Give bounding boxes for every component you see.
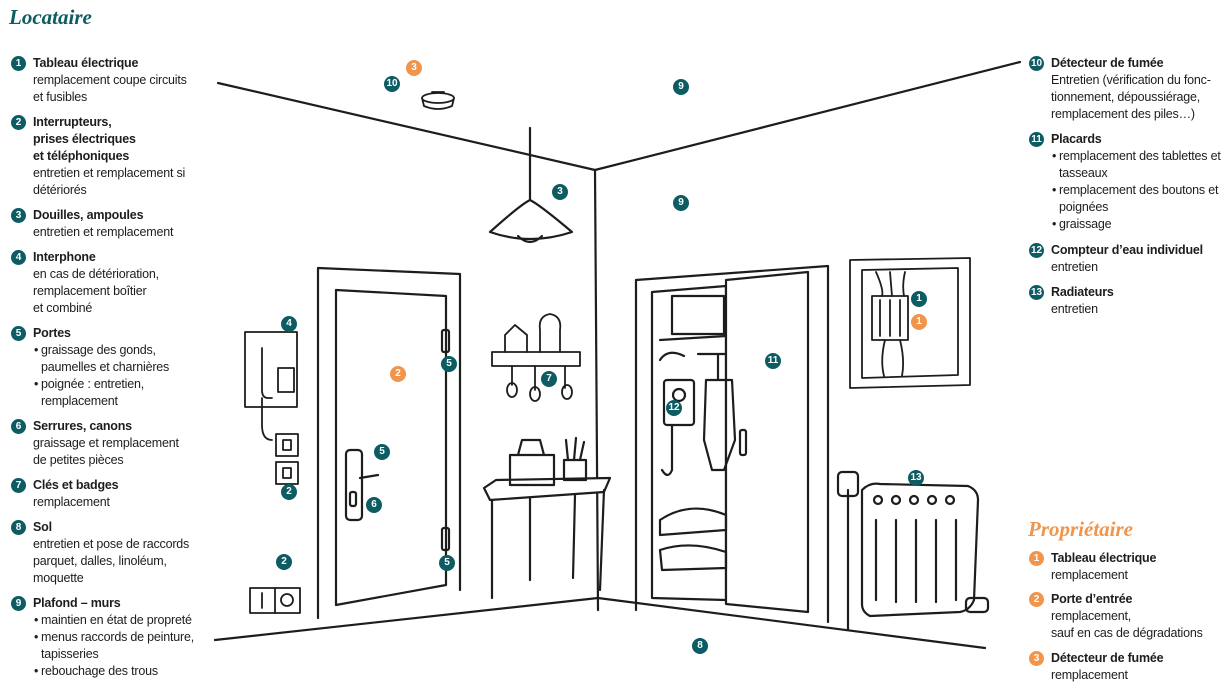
legend-item-11: 11 Placards remplacement des tablettes e… — [1029, 131, 1223, 233]
legend-item-10: 10 Détecteur de fumée Entretien (vérific… — [1029, 56, 1211, 121]
wall-sockets — [249, 587, 301, 614]
marker-5-hinge-top: 5 — [441, 356, 457, 372]
marker-2-switch: 2 — [281, 484, 297, 500]
marker-2-socket: 2 — [276, 554, 292, 570]
legend-item-5: 5 Portes graissage des gonds, paumelles … — [11, 325, 213, 410]
marker-9-ceiling: 9 — [673, 79, 689, 95]
entrance-door — [316, 266, 462, 620]
marker-8: 8 — [692, 638, 708, 654]
marker-proprietaire-2: 2 — [390, 366, 406, 382]
smoke-detector-icon — [421, 91, 455, 110]
marker-proprietaire-1: 1 — [911, 314, 927, 330]
legend-item-1: 1 Tableau électrique remplacement coupe … — [11, 55, 238, 106]
legend-item-9: 9 Plafond – murs maintien en état de pro… — [11, 595, 213, 680]
marker-3: 3 — [552, 184, 568, 200]
marker-1: 1 — [911, 291, 927, 307]
marker-11: 11 — [765, 353, 781, 369]
electrical-panel — [849, 257, 971, 389]
marker-5-hinge-bottom: 5 — [439, 555, 455, 571]
legend-item-7: 7 Clés et badges remplacement — [11, 477, 238, 511]
radiator — [836, 470, 990, 632]
switch-plates — [275, 433, 299, 485]
proprietaire-heading: Propriétaire — [1028, 517, 1133, 541]
proprietaire-item-3: 3 Détecteur de fumée remplacement — [1029, 650, 1223, 684]
marker-7: 7 — [541, 371, 557, 387]
intercom-icon — [244, 331, 298, 441]
marker-12: 12 — [666, 400, 682, 416]
side-table — [482, 436, 612, 600]
locataire-heading: Locataire — [9, 5, 92, 29]
proprietaire-item-2: 2 Porte d’entrée remplacement, sauf en c… — [1029, 591, 1223, 642]
marker-4: 4 — [281, 316, 297, 332]
legend-item-12: 12 Compteur d’eau individuel entretien — [1029, 243, 1203, 274]
marker-13: 13 — [908, 470, 924, 486]
legend-item-8: 8 Sol entretien et pose de raccords parq… — [11, 519, 238, 587]
marker-proprietaire-3: 3 — [406, 60, 422, 76]
legend-item-4: 4 Interphone en cas de détérioration, re… — [11, 249, 238, 317]
key-rack — [491, 313, 581, 402]
ceiling-lamp-icon — [488, 126, 574, 244]
marker-10: 10 — [384, 76, 400, 92]
legend-item-13: 13 Radiateurs entretien — [1029, 285, 1114, 316]
closet — [634, 264, 830, 624]
legend-item-6: 6 Serrures, canons graissage et remplace… — [11, 418, 238, 469]
marker-5-handle: 5 — [374, 444, 390, 460]
proprietaire-item-1: 1 Tableau électrique remplacement — [1029, 550, 1223, 584]
room-structure — [213, 60, 1022, 650]
marker-6: 6 — [366, 497, 382, 513]
legend-item-2: 2 Interrupteurs, prises électriques et t… — [11, 114, 238, 199]
marker-9-wall: 9 — [673, 195, 689, 211]
legend-item-3: 3 Douilles, ampoules entretien et rempla… — [11, 207, 238, 241]
